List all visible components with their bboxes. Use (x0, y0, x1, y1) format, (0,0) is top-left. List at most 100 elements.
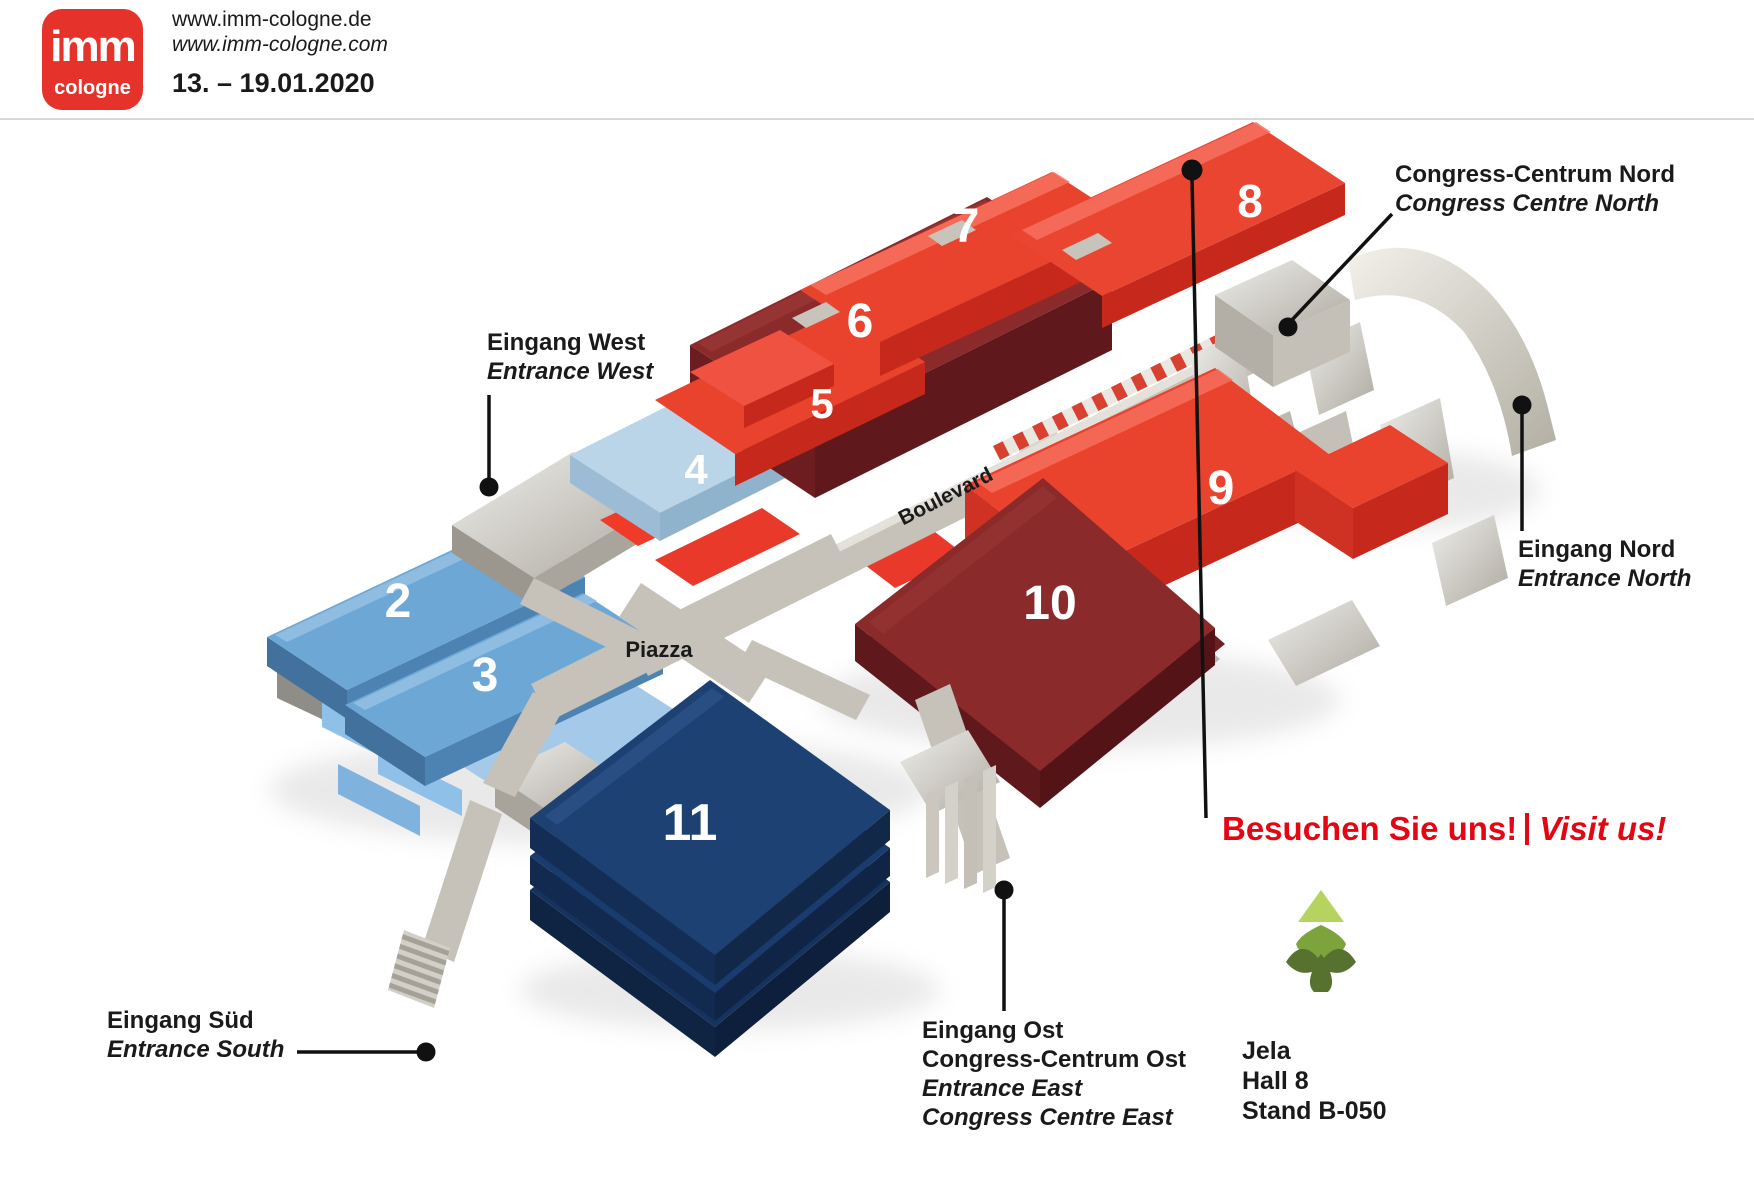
leader-dot-promo (1181, 159, 1203, 181)
hall-6-front-face (815, 280, 1112, 498)
boulevard-striped-band (993, 325, 1243, 460)
entrance-west-de: Eingang West (487, 329, 646, 356)
hall-4-label: 4 (684, 446, 708, 493)
exhibitor-stand: Stand B-050 (1242, 1097, 1387, 1125)
entrance-east-en-1: Entrance East (922, 1075, 1083, 1102)
hall-6-label: 6 (847, 295, 874, 348)
leader-dot-west (479, 477, 499, 497)
hall-4-left-face (570, 455, 660, 541)
leader-line-congress-north (1289, 212, 1394, 323)
hall-7-top-face (800, 172, 1132, 342)
kiosk-top-face (495, 742, 620, 812)
east-pipe (926, 789, 939, 878)
entrance-north-de: Eingang Nord (1518, 536, 1676, 563)
bridge (792, 302, 840, 328)
cc-north-cube-right-face (1273, 300, 1350, 387)
piazza-to-hall10-connector (738, 640, 870, 720)
hall-5-front-face (735, 362, 925, 486)
cc-north-cube-top-face (1215, 260, 1350, 335)
red-strip (865, 532, 965, 588)
logo-text-cologne: cologne (54, 77, 131, 99)
gray-block-east-of-hall10 (1268, 600, 1380, 686)
hall-11-sheen (545, 688, 724, 825)
promo-visit-us: Besuchen Sie uns! Visit us! (1222, 810, 1666, 848)
annotation-congress-centre-north: Congress-Centrum Nord Congress Centre No… (1395, 160, 1675, 218)
piazza-bar-vertical (619, 583, 771, 703)
gray-bridges (792, 220, 1112, 328)
congress-north-en: Congress Centre North (1395, 190, 1660, 217)
hall-9-annex-top-face (1295, 425, 1448, 508)
exhibitor-name: Jela (1242, 1037, 1291, 1065)
hall-5-annex-front-face (744, 364, 834, 428)
hall-10-label: 10 (1023, 577, 1076, 630)
leader-line-promo (1190, 178, 1208, 819)
promo-separator-bar (1525, 813, 1530, 845)
website-url-de: www.imm-cologne.de (172, 8, 372, 31)
event-date-range: 13. – 19.01.2020 (172, 68, 375, 98)
blue-underslab (338, 764, 420, 836)
hall-11-layer3-front (715, 882, 890, 1057)
annotation-entrance-north: Eingang Nord Entrance North (1518, 535, 1691, 593)
bridge (1062, 233, 1112, 260)
leader-dot-east (994, 880, 1014, 900)
hall-11-layer2-left (530, 856, 715, 1021)
boulevard-west-branch (520, 578, 642, 658)
hall-5-label: 5 (810, 380, 833, 427)
hall-number-labels: 2 3 4 5 6 7 8 9 10 11 (385, 175, 1263, 852)
hall-11-layer2-front (715, 848, 890, 1021)
hall-3-label: 3 (472, 649, 499, 702)
cc-north-cube-front-face (1215, 295, 1273, 387)
website-url-com: www.imm-cologne.com (172, 33, 388, 56)
hall-10-front-face (1040, 628, 1215, 808)
hall-11-top-face (530, 680, 890, 955)
tree-base-segment (1286, 948, 1356, 992)
jela-tree-icon (1286, 890, 1356, 992)
hall-11-label: 11 (663, 794, 718, 852)
red-strip (655, 508, 800, 586)
exhibitor-hall: Hall 8 (1242, 1067, 1309, 1095)
annotation-entrance-west: Eingang West Entrance West (487, 328, 653, 386)
hall-10-sheen (869, 486, 1057, 634)
entrance-south-en: Entrance South (107, 1036, 285, 1063)
gray-wall (1432, 515, 1508, 606)
annotation-entrance-south: Eingang Süd Entrance South (107, 1006, 284, 1064)
hall-10-top-face (855, 478, 1215, 771)
hall-7-label: 7 (953, 200, 980, 253)
piazza-walkways (531, 534, 870, 721)
imm-cologne-logo: imm cologne (42, 9, 143, 110)
hall-5-annex-top-face (690, 330, 834, 406)
hall-3-sheen (353, 594, 597, 710)
hall-9-annex-front-face (1353, 463, 1448, 559)
bridge (928, 220, 976, 246)
entrance-east-de-2: Congress-Centrum Ost (922, 1046, 1187, 1073)
entrance-north-en: Entrance North (1518, 565, 1692, 592)
leader-dot-north (1512, 395, 1532, 415)
hall-11-layer3-left (530, 890, 715, 1057)
hall-8-front-face (1102, 183, 1345, 328)
hall-11-left-face (530, 818, 715, 985)
hall-8-label: 8 (1237, 175, 1263, 227)
tree-top-segment (1298, 890, 1344, 922)
arch-building (1348, 247, 1556, 456)
hall-8-top-face (1010, 122, 1345, 296)
entrance-west-en: Entrance West (487, 358, 654, 385)
promo-text-de: Besuchen Sie uns! (1222, 810, 1518, 847)
south-stairs (388, 930, 450, 1008)
hall-9-annex-left-face (1295, 470, 1353, 559)
congress-north-de: Congress-Centrum Nord (1395, 161, 1676, 188)
south-path-upper (483, 692, 565, 797)
hall-9-label: 9 (1208, 462, 1235, 515)
entrance-east-en-2: Congress Centre East (922, 1104, 1173, 1131)
hall-8 (1010, 122, 1345, 328)
header-divider (0, 118, 1754, 120)
logo-text-imm: imm (50, 22, 136, 71)
leader-dot-congress-north (1278, 317, 1298, 337)
hall-5 (655, 308, 925, 486)
hall-11 (530, 680, 890, 1057)
entrance-south-de: Eingang Süd (107, 1007, 254, 1034)
hall-2-left-face (267, 637, 347, 719)
hall-2-label: 2 (385, 575, 412, 628)
east-pipe (964, 773, 977, 889)
piazza-label: Piazza (625, 637, 693, 662)
